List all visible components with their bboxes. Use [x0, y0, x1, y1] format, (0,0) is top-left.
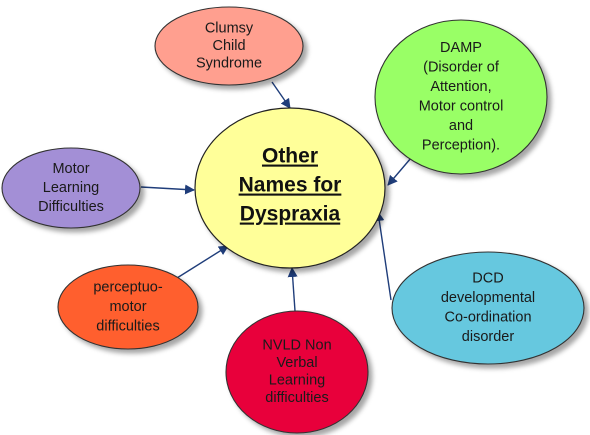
- node-damp-line: and: [449, 118, 473, 134]
- arrow-motor-learning-difficulties: [140, 184, 195, 195]
- node-clumsy-child-syndrome-line: Child: [212, 38, 245, 54]
- node-nvld-line: Verbal: [276, 355, 317, 371]
- node-clumsy-child-syndrome-line: Clumsy: [205, 20, 254, 36]
- center-node-line: Other: [262, 145, 318, 168]
- node-perceptuo-motor-difficulties-line: perceptuo-: [93, 279, 162, 295]
- node-damp: DAMP (Disorder of Attention, Motor control a…: [374, 19, 548, 175]
- arrow-damp: [387, 157, 412, 186]
- node-dcd-line: Co-ordination: [444, 310, 531, 326]
- node-dcd-line: disorder: [462, 329, 515, 345]
- arrow-perceptuo-motor-difficulties: [176, 245, 229, 279]
- center-node-line: Dyspraxia: [240, 203, 341, 226]
- node-perceptuo-motor-difficulties: perceptuo-motor difficulties: [57, 264, 199, 350]
- center-node-ellipse: [194, 107, 386, 269]
- node-dcd-ellipse: [391, 251, 585, 365]
- arrow-nvld: [287, 267, 298, 312]
- arrow-dcd: [374, 211, 392, 301]
- node-damp-text: DAMP (Disorder of Attention, Motor control a…: [419, 40, 504, 154]
- node-damp-line: (Disorder of: [423, 60, 500, 76]
- node-perceptuo-motor-difficulties-text: perceptuo-motor difficulties: [93, 279, 162, 334]
- node-dcd-line: developmental: [441, 290, 535, 306]
- connectors: [140, 81, 412, 312]
- node-nvld-line: Learning: [269, 373, 325, 389]
- node-damp-line: DAMP: [440, 40, 482, 56]
- node-motor-learning-difficulties-line: Motor: [52, 161, 89, 177]
- node-damp-line: Motor control: [419, 99, 504, 115]
- node-clumsy-child-syndrome-line: Syndrome: [196, 55, 262, 71]
- node-nvld-line: difficulties: [265, 390, 328, 406]
- node-motor-learning-difficulties-line: Learning: [43, 180, 99, 196]
- center-node-line: Names for: [239, 174, 342, 197]
- node-damp-line: Perception).: [422, 138, 500, 154]
- node-nvld-ellipse: [225, 310, 369, 434]
- node-dcd-line: DCD: [472, 271, 503, 287]
- node-perceptuo-motor-difficulties-line: difficulties: [96, 318, 159, 334]
- node-perceptuo-motor-difficulties-ellipse: [57, 264, 199, 350]
- node-motor-learning-difficulties-ellipse: [1, 147, 141, 229]
- arrow-clumsy-child-syndrome: [271, 81, 291, 109]
- node-damp-line: Attention,: [430, 79, 491, 95]
- node-perceptuo-motor-difficulties-line: motor: [109, 299, 146, 315]
- node-clumsy-child-syndrome-ellipse: [154, 6, 304, 86]
- node-motor-learning-difficulties-line: Difficulties: [38, 199, 104, 215]
- node-damp-ellipse: [374, 19, 548, 175]
- node-nvld-line: NVLD Non: [262, 338, 331, 354]
